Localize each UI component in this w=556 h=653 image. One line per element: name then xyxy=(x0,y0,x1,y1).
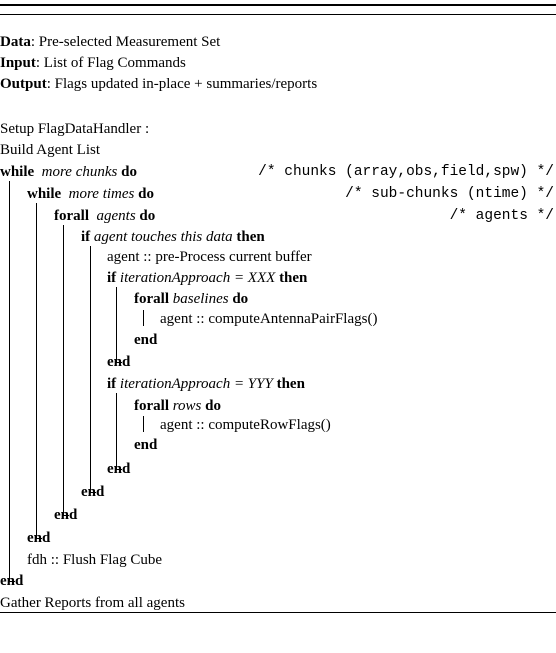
forall-rows-bar xyxy=(143,416,144,432)
top-rule-thin xyxy=(0,14,556,15)
forall-baselines-bar xyxy=(143,310,144,326)
flush-line: fdh :: Flush Flag Cube xyxy=(27,552,163,568)
if-yyy-bar xyxy=(116,393,117,470)
while-times-line: while more times do /* sub-chunks (ntime… xyxy=(27,186,554,202)
if-touches-line: if agent touches this data then xyxy=(81,229,265,245)
compute-row-line: agent :: computeRowFlags() xyxy=(160,417,331,433)
forall-agents-line: forall agents do /* agents */ xyxy=(54,208,554,224)
forall-rows-line: forall rows do xyxy=(134,398,221,414)
setup-line: Setup FlagDataHandler : xyxy=(0,121,150,137)
forall-agents-bar xyxy=(63,225,64,516)
data-line: Data: Pre-selected Measurement Set xyxy=(0,32,556,52)
end-forall-rows: end xyxy=(134,437,158,453)
chunks-comment: /* chunks (array,obs,field,spw) */ xyxy=(258,164,554,180)
end-if-yyy: end xyxy=(107,461,131,477)
if-xxx-bar xyxy=(116,287,117,363)
if-yyy-line: if iterationApproach = YYY then xyxy=(107,376,305,392)
top-rule-thick xyxy=(0,4,556,6)
while-chunks-bar xyxy=(9,181,10,582)
gather-line: Gather Reports from all agents xyxy=(0,595,185,611)
bottom-rule xyxy=(0,612,556,613)
input-line: Input: List of Flag Commands xyxy=(0,53,556,73)
agents-comment: /* agents */ xyxy=(449,208,554,224)
build-line: Build Agent List xyxy=(0,142,101,158)
if-yyy-bar-end xyxy=(116,469,122,470)
if-touches-bar-end xyxy=(90,492,96,493)
end-forall-agents: end xyxy=(54,507,78,523)
forall-agents-bar-end xyxy=(63,515,69,516)
data-value: : Pre-selected Measurement Set xyxy=(30,34,221,50)
end-while-chunks: end xyxy=(0,573,24,589)
while-chunks-bar-end xyxy=(9,581,15,582)
output-line: Output: Flags updated in-place + summari… xyxy=(0,74,556,94)
data-label: Data xyxy=(0,34,31,50)
if-xxx-bar-end xyxy=(116,362,122,363)
end-if-xxx: end xyxy=(107,354,131,370)
while-times-bar-end xyxy=(36,538,42,539)
end-forall-baselines: end xyxy=(134,332,158,348)
forall-baselines-line: forall baselines do xyxy=(134,291,249,307)
if-touches-bar xyxy=(90,246,91,493)
output-label: Output xyxy=(0,76,47,92)
if-xxx-line: if iterationApproach = XXX then xyxy=(107,270,308,286)
input-value: : List of Flag Commands xyxy=(35,55,186,71)
while-chunks-line: while more chunks do /* chunks (array,ob… xyxy=(0,164,554,180)
while-times-bar xyxy=(36,203,37,539)
output-value: : Flags updated in-place + summaries/rep… xyxy=(46,76,318,92)
input-label: Input xyxy=(0,55,36,71)
compute-antenna-line: agent :: computeAntennaPairFlags() xyxy=(160,311,378,327)
end-if-touches: end xyxy=(81,484,105,500)
subchunks-comment: /* sub-chunks (ntime) */ xyxy=(345,186,554,202)
end-while-times: end xyxy=(27,530,51,546)
preprocess-line: agent :: pre-Process current buffer xyxy=(107,249,312,265)
